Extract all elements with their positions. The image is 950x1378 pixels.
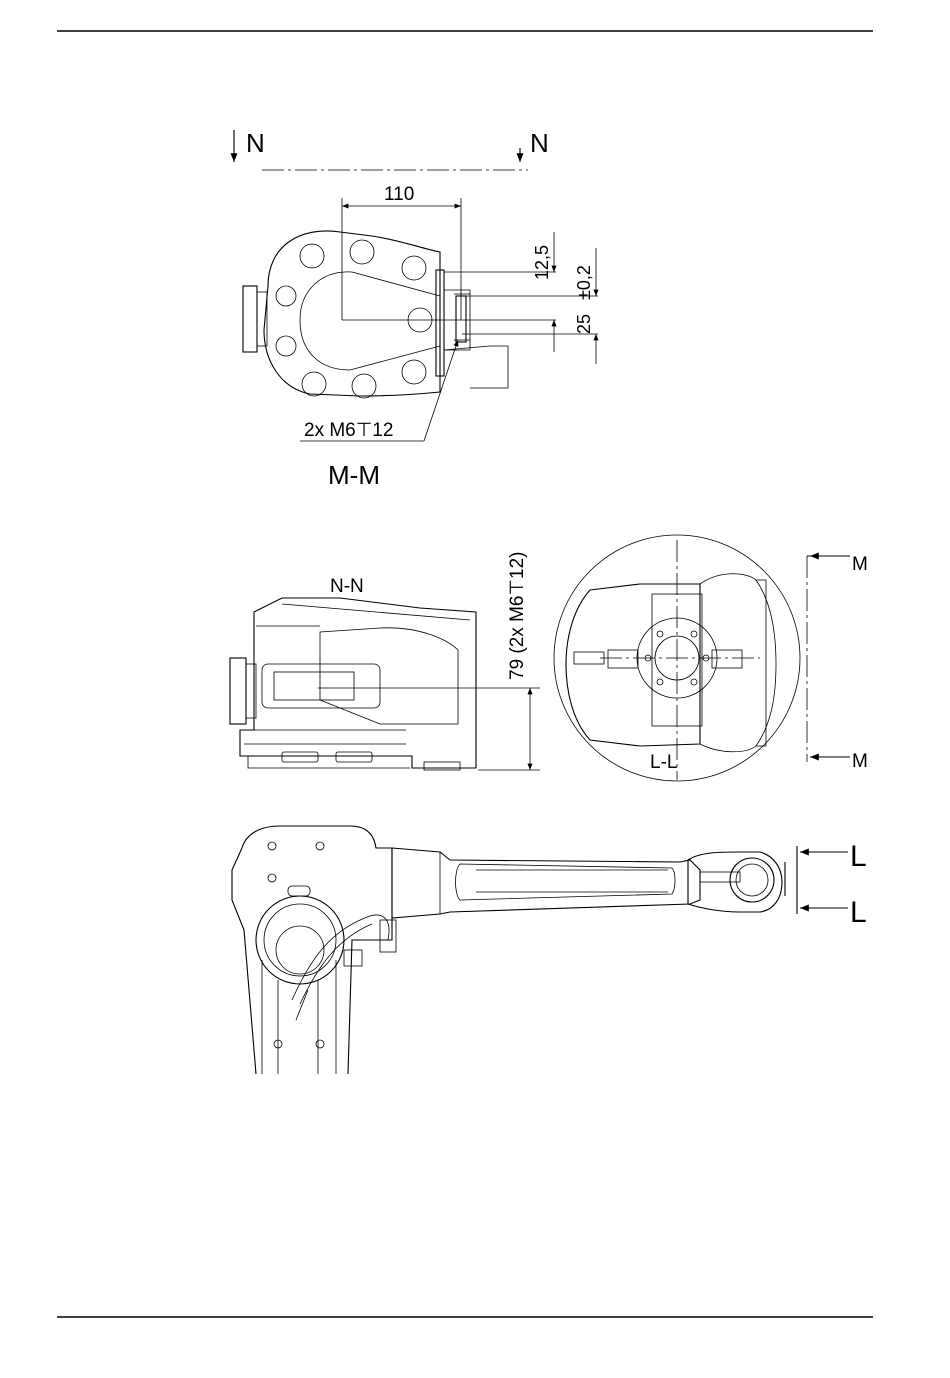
view-arm-side: L L [232, 826, 867, 1074]
dimension-12-5: 12,5 [532, 245, 552, 280]
dimension-tolerance: ±0,2 [574, 265, 594, 300]
view-n-n: N-N 79 (2x M6⊤12) [230, 552, 540, 771]
view-m-m: N N 110 [234, 128, 598, 490]
section-marker-n-left: N [246, 128, 265, 158]
dimension-25: 25 [574, 314, 594, 334]
section-marker-l-bottom: L [850, 896, 867, 929]
section-marker-l-top: L [850, 840, 867, 873]
section-marker-m-bottom: M [852, 751, 868, 772]
callout-thread-spec: 2x M6⊤12 [304, 420, 393, 441]
dimension-110: 110 [384, 184, 414, 205]
view-l-l: L-L M M [554, 535, 868, 781]
view-title-l-l: L-L [650, 752, 677, 773]
view-title-m-m: M-M [328, 460, 380, 490]
dimension-79: 79 (2x M6⊤12) [507, 552, 528, 681]
section-marker-m-top: M [852, 554, 868, 575]
view-title-n-n: N-N [330, 576, 364, 597]
section-marker-n-right: N [530, 128, 549, 158]
